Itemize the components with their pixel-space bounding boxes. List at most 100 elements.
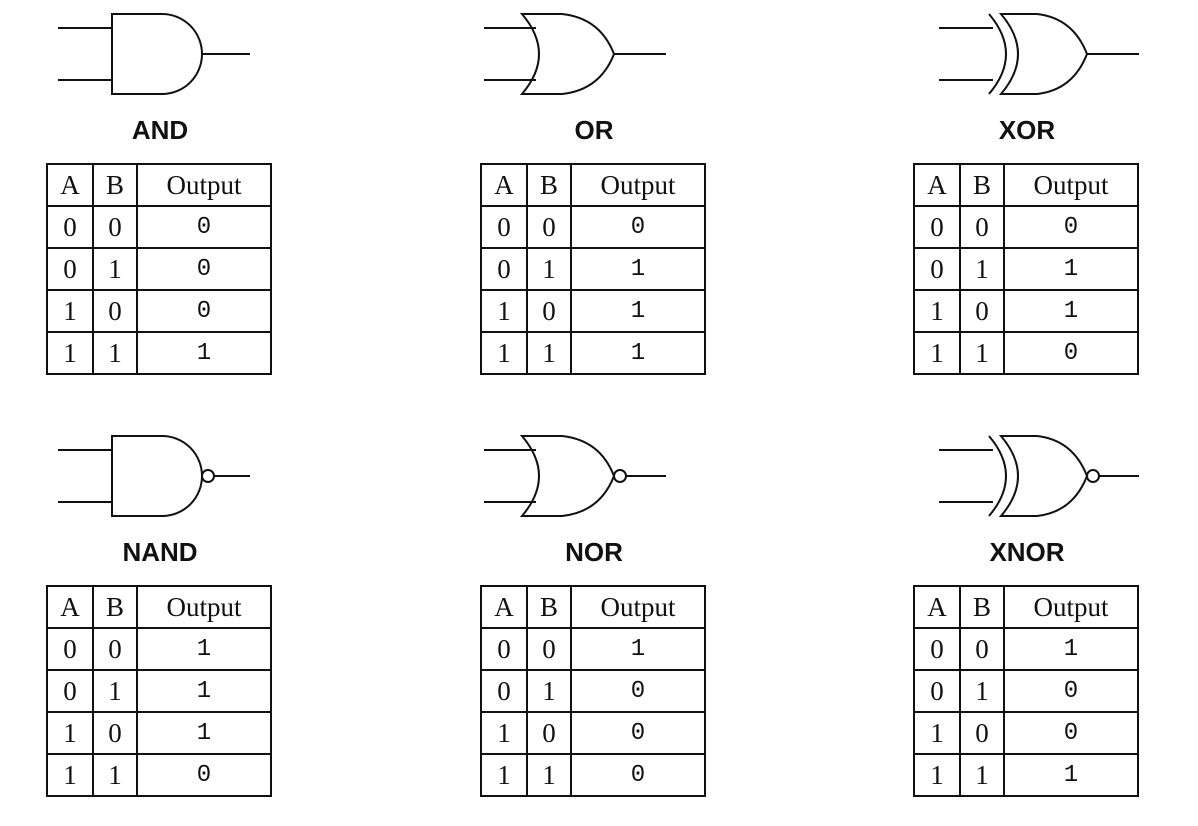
cell-a: 0 (480, 205, 528, 249)
cell-output: 1 (570, 289, 706, 333)
cell-a: 1 (46, 711, 94, 755)
table-row: 1 0 0 (46, 289, 272, 333)
header-a: A (46, 585, 94, 629)
header-row: A B Output (480, 163, 706, 207)
header-row: A B Output (46, 163, 272, 207)
cell-output: 0 (136, 289, 272, 333)
header-output: Output (570, 163, 706, 207)
table-row: 0 0 1 (913, 627, 1139, 671)
cell-a: 1 (480, 753, 528, 797)
cell-a: 0 (46, 247, 94, 291)
cell-b: 0 (526, 289, 572, 333)
cell-output: 1 (136, 669, 272, 713)
gate-panel-nand: NAND A B Output 0 0 1 0 1 1 1 0 1 1 1 0 (40, 422, 280, 812)
header-output: Output (1003, 585, 1139, 629)
cell-output: 1 (136, 711, 272, 755)
gate-panel-xor: XOR A B Output 0 0 0 0 1 1 1 0 1 1 1 0 (907, 0, 1147, 390)
header-output: Output (570, 585, 706, 629)
cell-b: 0 (526, 627, 572, 671)
cell-b: 0 (959, 205, 1005, 249)
or-gate-symbol (484, 13, 666, 95)
cell-output: 1 (1003, 753, 1139, 797)
and-gate-symbol (58, 13, 250, 95)
cell-b: 1 (92, 331, 138, 375)
truth-table-xor: A B Output 0 0 0 0 1 1 1 0 1 1 1 0 (913, 163, 1139, 375)
truth-table-xnor: A B Output 0 0 1 0 1 0 1 0 0 1 1 1 (913, 585, 1139, 797)
cell-a: 0 (913, 627, 961, 671)
gate-panel-xnor: XNOR A B Output 0 0 1 0 1 0 1 0 0 1 1 1 (907, 422, 1147, 812)
cell-output: 0 (1003, 711, 1139, 755)
cell-b: 0 (526, 205, 572, 249)
cell-a: 1 (46, 753, 94, 797)
gate-panel-or: OR A B Output 0 0 0 0 1 1 1 0 1 1 1 1 (474, 0, 714, 390)
table-row: 1 0 1 (913, 289, 1139, 333)
gate-title: NAND (122, 537, 198, 567)
header-a: A (480, 585, 528, 629)
truth-table-nand: A B Output 0 0 1 0 1 1 1 0 1 1 1 0 (46, 585, 272, 797)
header-b: B (526, 163, 572, 207)
cell-output: 1 (136, 331, 272, 375)
header-a: A (913, 163, 961, 207)
header-a: A (480, 163, 528, 207)
cell-b: 0 (526, 711, 572, 755)
cell-b: 0 (959, 627, 1005, 671)
header-output: Output (1003, 163, 1139, 207)
cell-b: 1 (959, 247, 1005, 291)
cell-b: 1 (526, 753, 572, 797)
cell-b: 0 (92, 205, 138, 249)
header-row: A B Output (913, 585, 1139, 629)
cell-a: 1 (913, 331, 961, 375)
cell-output: 1 (136, 627, 272, 671)
table-row: 0 1 0 (480, 669, 706, 713)
table-row: 0 1 1 (46, 669, 272, 713)
cell-b: 0 (959, 289, 1005, 333)
cell-output: 0 (136, 205, 272, 249)
header-output: Output (136, 585, 272, 629)
table-row: 0 0 1 (46, 627, 272, 671)
cell-output: 0 (570, 711, 706, 755)
cell-output: 0 (570, 753, 706, 797)
table-row: 1 1 1 (913, 753, 1139, 797)
table-row: 1 0 0 (480, 711, 706, 755)
table-row: 0 0 1 (480, 627, 706, 671)
table-row: 0 1 1 (913, 247, 1139, 291)
cell-output: 0 (136, 753, 272, 797)
cell-b: 1 (526, 669, 572, 713)
gate-title: OR (574, 115, 614, 145)
nand-gate-symbol (58, 435, 250, 517)
cell-a: 0 (480, 247, 528, 291)
table-row: 1 1 1 (480, 331, 706, 375)
cell-output: 1 (1003, 247, 1139, 291)
cell-b: 1 (92, 753, 138, 797)
cell-b: 1 (959, 669, 1005, 713)
table-row: 1 0 1 (480, 289, 706, 333)
header-row: A B Output (46, 585, 272, 629)
xor-gate-symbol (939, 13, 1139, 95)
cell-a: 0 (913, 205, 961, 249)
cell-b: 1 (959, 331, 1005, 375)
gate-title: AND (131, 115, 189, 145)
header-a: A (46, 163, 94, 207)
cell-b: 1 (959, 753, 1005, 797)
cell-output: 0 (136, 247, 272, 291)
gate-title: NOR (565, 537, 623, 567)
header-b: B (959, 585, 1005, 629)
table-row: 1 1 0 (913, 331, 1139, 375)
cell-b: 0 (959, 711, 1005, 755)
cell-a: 1 (913, 753, 961, 797)
header-row: A B Output (913, 163, 1139, 207)
header-row: A B Output (480, 585, 706, 629)
gate-panel-and: AND A B Output 0 0 0 0 1 0 1 0 0 1 1 1 (40, 0, 280, 390)
cell-output: 1 (570, 331, 706, 375)
table-row: 0 0 0 (480, 205, 706, 249)
table-row: 0 1 0 (46, 247, 272, 291)
nor-gate-symbol (484, 435, 666, 517)
cell-output: 1 (1003, 627, 1139, 671)
cell-b: 1 (526, 331, 572, 375)
table-row: 0 1 1 (480, 247, 706, 291)
gate-title: XOR (998, 115, 1056, 145)
table-row: 1 0 0 (913, 711, 1139, 755)
header-b: B (92, 163, 138, 207)
header-b: B (526, 585, 572, 629)
table-row: 1 1 0 (480, 753, 706, 797)
